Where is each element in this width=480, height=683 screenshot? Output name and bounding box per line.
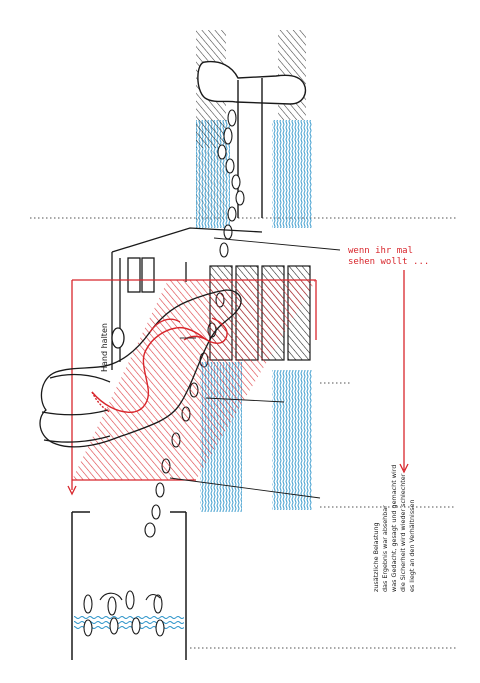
red-annotation-line-1: wenn ihr mal [348,246,414,256]
red-annotation: wenn ihr mal sehen wollt ... [348,246,429,268]
reaching-figure [39,289,242,448]
red-hatched-region [72,280,316,480]
note-line-1: zusätzliche Belastung [372,522,380,592]
note-line-5: es liegt an den Verhältnissen [408,499,416,592]
red-hand [91,317,228,413]
note-line-3: was Gedacht, gesagt und gemacht wird [390,464,398,592]
dotted-dividers [30,217,456,649]
side-note: zusätzliche Belastung das Ergebnis war a… [372,465,417,592]
red-annotation-line-2: sehen wollt ... [348,257,430,267]
knots [83,590,165,637]
lower-box [71,511,187,660]
hand-label: Hand halten [100,323,109,372]
connector-lines [169,237,341,499]
note-line-2: das Ergebnis war absehbar [381,505,389,592]
red-frame [67,270,409,496]
note-line-4: die Sicherheit wird wieder schlechter [399,473,407,592]
